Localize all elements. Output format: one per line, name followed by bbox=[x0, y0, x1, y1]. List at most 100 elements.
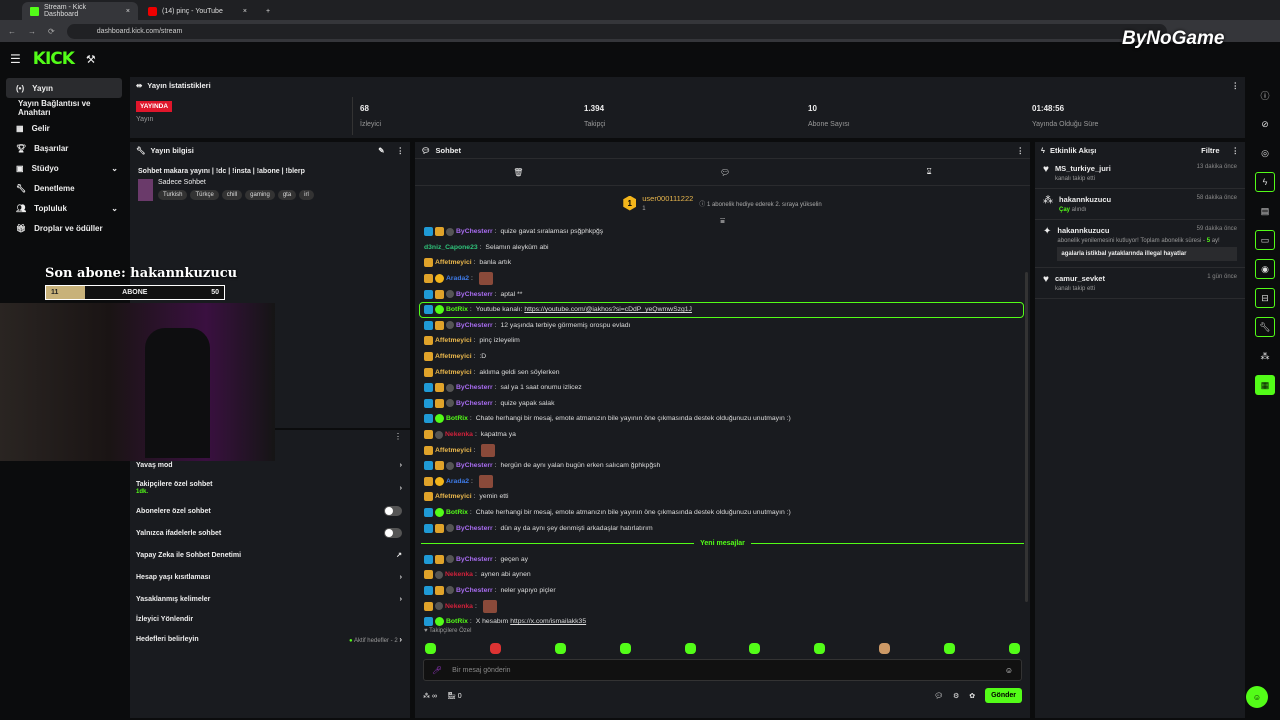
kick-logo[interactable]: KICK bbox=[32, 49, 75, 69]
chat-link[interactable]: https://youtube.com/@iakhos?si=cDdP_yeQw… bbox=[524, 306, 692, 314]
edit-icon[interactable]: ✎ bbox=[378, 145, 385, 155]
game-icon[interactable]: ▦ bbox=[1255, 375, 1275, 395]
puzzle-icon[interactable]: ✿ bbox=[969, 692, 976, 700]
sidebar-item-stream-key[interactable]: Yayın Bağlantısı ve Anahtarı bbox=[6, 98, 122, 118]
chat-username[interactable]: ByChesterr bbox=[456, 290, 493, 298]
chat-username[interactable]: BotRix bbox=[446, 306, 468, 314]
sidebar-item-basarilar[interactable]: 🏆︎Başarılar bbox=[6, 138, 122, 158]
sidebar-item-yayin[interactable]: (•)Yayın bbox=[6, 78, 122, 98]
setting-slow-mode[interactable]: Yavaş mod› bbox=[130, 454, 410, 476]
sidebar-item-denetleme[interactable]: 🔧︎Denetleme bbox=[6, 178, 122, 198]
chat-bubble-icon[interactable]: 💬︎ bbox=[719, 167, 731, 177]
filter-button[interactable]: Filtre bbox=[1201, 145, 1220, 155]
chat-input[interactable]: 🎤︎ Bir mesaj gönderin ☺ bbox=[423, 659, 1022, 681]
pin-toggle-icon[interactable]: ⩸ bbox=[720, 216, 725, 225]
tag[interactable]: Türkçe bbox=[190, 190, 219, 200]
settings-icon[interactable]: ⚙ bbox=[952, 692, 960, 700]
chat-username[interactable]: d3niz_Capone23 bbox=[424, 243, 478, 251]
setting-goals[interactable]: Hedefleri belirleyin● Aktif hedefler - 2… bbox=[130, 628, 410, 650]
chat-link[interactable]: https://x.com/ismailakk35 bbox=[510, 618, 587, 626]
sidebar-item-topluluk[interactable]: 👥︎Topluluk⌄ bbox=[6, 198, 122, 218]
help-button[interactable]: ☺ bbox=[1246, 686, 1268, 708]
emote-button[interactable] bbox=[489, 642, 501, 654]
wrench-icon[interactable]: 🔧︎ bbox=[1255, 317, 1275, 337]
chat-username[interactable]: ByChesterr bbox=[456, 399, 493, 407]
tag[interactable]: Turkish bbox=[158, 190, 188, 200]
event-user[interactable]: camur_sevket bbox=[1054, 274, 1105, 283]
send-button[interactable]: Gönder bbox=[985, 688, 1022, 703]
more-icon[interactable]: ⋮ bbox=[1231, 145, 1240, 155]
trash-icon[interactable]: 🗑︎ bbox=[513, 167, 524, 177]
back-icon[interactable]: ← bbox=[8, 26, 16, 36]
chat-username[interactable]: Nekenka bbox=[445, 571, 473, 579]
close-icon[interactable]: × bbox=[242, 7, 247, 15]
chat-username[interactable]: Affetmeyici bbox=[435, 493, 472, 501]
microphone-icon[interactable]: 🎤︎ bbox=[432, 665, 443, 675]
chat-username[interactable]: Affetmeyici bbox=[435, 259, 472, 267]
broadcast-icon[interactable]: ◉ bbox=[1255, 259, 1275, 279]
chat-username[interactable]: ByChesterr bbox=[456, 384, 493, 392]
chat-username[interactable]: Affetmeyici bbox=[435, 337, 472, 345]
new-tab-button[interactable]: + bbox=[266, 7, 271, 15]
emote-button[interactable] bbox=[879, 642, 891, 654]
menu-icon[interactable]: ☰ bbox=[10, 52, 21, 66]
sidebar-item-gelir[interactable]: ▦Gelir bbox=[6, 118, 122, 138]
chat-bubble-icon[interactable]: ▭ bbox=[1255, 230, 1275, 250]
tag[interactable]: irl bbox=[299, 190, 314, 200]
chat-username[interactable]: Nekenka bbox=[445, 431, 473, 439]
event-user[interactable]: hakannkuzucu bbox=[1057, 226, 1110, 235]
lightning-icon[interactable]: ϟ bbox=[1255, 172, 1275, 192]
chat-username[interactable]: ByChesterr bbox=[456, 555, 493, 563]
more-icon[interactable]: ⋮ bbox=[396, 145, 405, 155]
chat-username[interactable]: Nekenka bbox=[445, 602, 473, 610]
tag[interactable]: chill bbox=[221, 190, 243, 200]
more-icon[interactable]: ⋮ bbox=[1231, 80, 1240, 90]
tab-kick-dashboard[interactable]: Stream - Kick Dashboard× bbox=[22, 2, 138, 20]
points-icon[interactable]: ⁂ bbox=[1260, 350, 1270, 361]
category-name[interactable]: Sadece Sohbet bbox=[158, 179, 206, 186]
hourglass-icon[interactable]: ⌛︎ bbox=[926, 167, 932, 176]
hide-icon[interactable]: ⊘ bbox=[1261, 118, 1269, 129]
camera-icon[interactable]: ◎ bbox=[1261, 147, 1269, 158]
document-icon[interactable]: ▤ bbox=[1260, 205, 1270, 216]
chat-bubble-icon[interactable]: 💬︎ bbox=[934, 692, 943, 700]
emote-button[interactable] bbox=[814, 642, 826, 654]
chat-username[interactable]: Affetmeyici bbox=[435, 368, 472, 376]
hammer-icon[interactable]: ⚒ bbox=[85, 53, 96, 66]
chat-username[interactable]: BotRix bbox=[446, 415, 468, 423]
setting-ai-moderation[interactable]: Yapay Zeka ile Sohbet Denetimi↗ bbox=[130, 544, 410, 566]
reload-icon[interactable]: ⟳ bbox=[48, 26, 55, 36]
emote-button[interactable] bbox=[425, 642, 436, 654]
chat-username[interactable]: BotRix bbox=[446, 508, 468, 516]
event-user[interactable]: hakannkuzucu bbox=[1059, 195, 1112, 204]
url-input[interactable]: dashboard.kick.com/stream bbox=[66, 23, 1167, 39]
chat-username[interactable]: ByChesterr bbox=[456, 228, 493, 236]
emote-button[interactable] bbox=[554, 642, 566, 654]
top-gifter-name[interactable]: user000111222 bbox=[642, 194, 694, 203]
sidebar-item-droplar[interactable]: 🎁︎Droplar ve ödüller bbox=[6, 218, 122, 238]
emoji-icon[interactable]: ☺ bbox=[1004, 665, 1013, 675]
setting-banned-words[interactable]: Yasaklanmış kelimeler› bbox=[130, 588, 410, 610]
chat-scrollbar[interactable] bbox=[1025, 272, 1028, 602]
chat-username[interactable]: ByChesterr bbox=[456, 586, 493, 594]
emote-button[interactable] bbox=[749, 642, 761, 654]
info-icon[interactable]: ⓘ bbox=[1260, 90, 1270, 101]
sidebar-item-studyo[interactable]: ▣Stüdyo⌄ bbox=[6, 158, 122, 178]
chat-username[interactable]: ByChesterr bbox=[456, 462, 493, 470]
more-icon[interactable]: ⋮ bbox=[1016, 145, 1025, 155]
close-icon[interactable]: × bbox=[125, 7, 130, 15]
emote-button[interactable] bbox=[944, 642, 955, 654]
chat-username[interactable]: ByChesterr bbox=[456, 524, 493, 532]
emotes-only-toggle[interactable] bbox=[384, 528, 402, 538]
tag[interactable]: gta bbox=[277, 190, 297, 200]
layout-icon[interactable]: ⊟ bbox=[1255, 288, 1275, 308]
chat-username[interactable]: Arada2 bbox=[446, 275, 470, 283]
emote-button[interactable] bbox=[619, 642, 631, 654]
chat-username[interactable]: BotRix bbox=[446, 618, 468, 626]
store-icon[interactable]: 🏪︎ 0 bbox=[446, 692, 462, 700]
chat-username[interactable]: ByChesterr bbox=[456, 321, 493, 329]
tag[interactable]: gaming bbox=[245, 190, 275, 200]
more-icon[interactable]: ⋮ bbox=[394, 432, 402, 441]
setting-account-age[interactable]: Hesap yaşı kısıtlaması› bbox=[130, 566, 410, 588]
